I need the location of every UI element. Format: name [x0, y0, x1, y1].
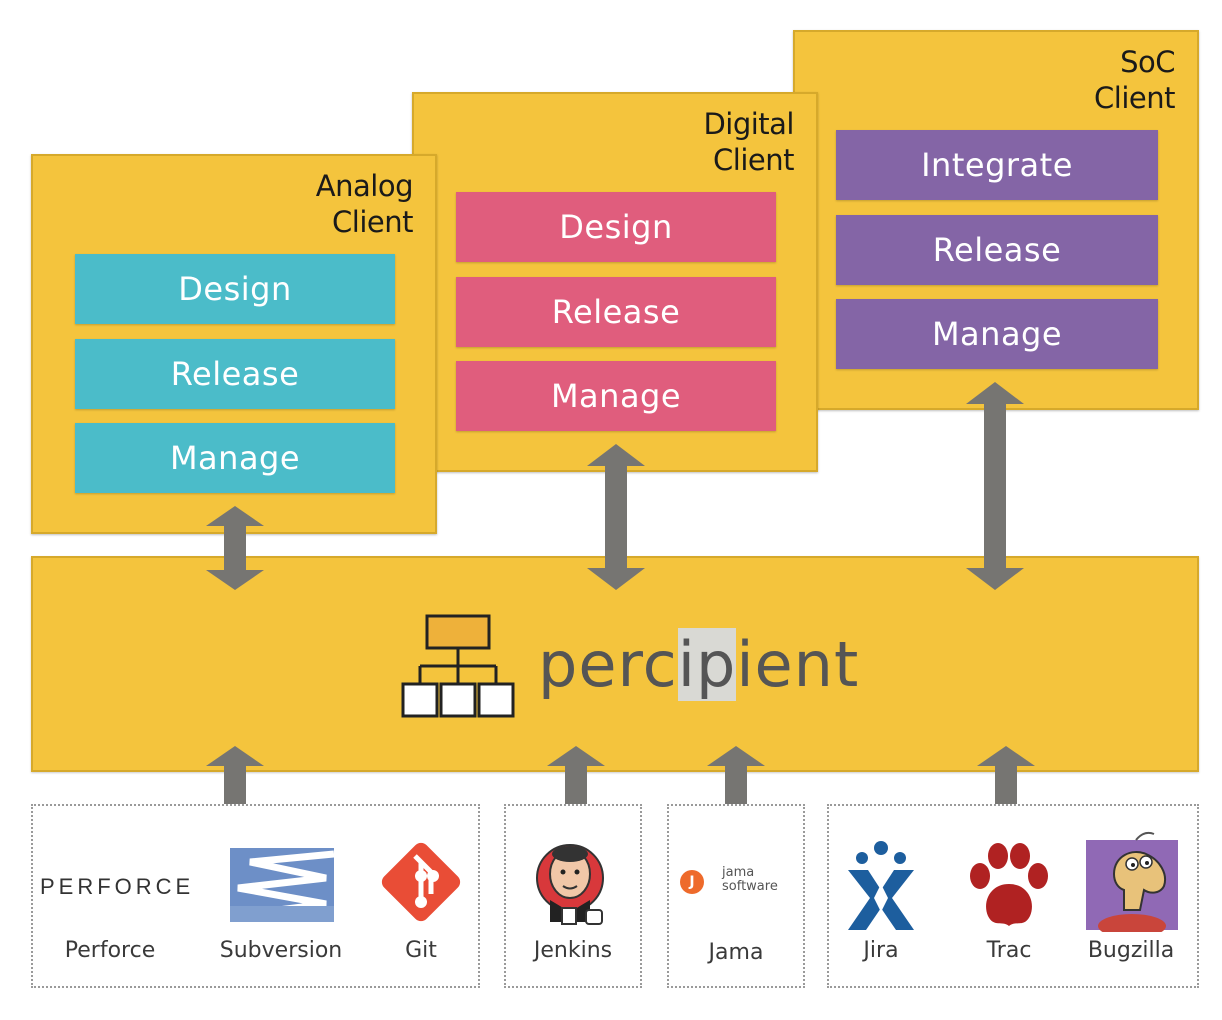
digital-manage-stage: Manage	[456, 361, 776, 431]
soc-release-stage: Release	[836, 215, 1158, 285]
percipient-hub	[31, 556, 1199, 772]
bugzilla-label: Bugzilla	[1087, 938, 1175, 963]
analog-manage-stage: Manage	[75, 423, 395, 493]
soc-client-title: SoC Client	[1094, 44, 1175, 116]
client-title-line: Client	[1094, 81, 1175, 115]
client-title-line: Client	[713, 143, 794, 177]
double-arrow-icon	[547, 746, 605, 832]
subversion-logo-icon	[230, 848, 334, 922]
analog-design-stage: Design	[75, 254, 395, 324]
client-title-line: Analog	[315, 169, 414, 203]
perforce-logo: PERFORCE	[40, 874, 195, 899]
digital-release-stage: Release	[456, 277, 776, 347]
double-arrow-icon	[206, 506, 264, 590]
double-arrow-icon	[707, 746, 765, 832]
digital-design-stage: Design	[456, 192, 776, 262]
hierarchy-icon	[401, 614, 515, 718]
jama-logo-icon: J	[680, 870, 704, 894]
jira-label: Jira	[863, 938, 899, 963]
percipient-wordmark: percipient	[538, 628, 860, 701]
subversion-label: Subversion	[219, 938, 343, 963]
client-title-line: Digital	[703, 107, 794, 141]
double-arrow-icon	[206, 746, 264, 832]
analog-release-stage: Release	[75, 339, 395, 409]
soc-client-panel: SoC Client Integrate Release Manage	[793, 30, 1199, 410]
trac-label: Trac	[986, 938, 1032, 963]
git-logo-icon	[381, 842, 461, 922]
git-label: Git	[405, 938, 437, 963]
jenkins-logo-icon	[536, 844, 604, 925]
analog-client-title: Analog Client	[315, 168, 414, 240]
double-arrow-icon	[977, 746, 1035, 832]
jama-logo-wordmark: jama software	[722, 865, 778, 894]
client-title-line: Client	[332, 205, 413, 239]
soc-manage-stage: Manage	[836, 299, 1158, 369]
jenkins-label: Jenkins	[533, 938, 613, 963]
digital-client-panel: Digital Client Design Release Manage	[412, 92, 818, 472]
client-title-line: SoC	[1120, 45, 1175, 79]
double-arrow-icon	[587, 444, 645, 590]
jama-label: Jama	[708, 940, 764, 965]
analog-client-panel: Analog Client Design Release Manage	[31, 154, 437, 534]
soc-integrate-stage: Integrate	[836, 130, 1158, 200]
digital-client-title: Digital Client	[703, 106, 794, 178]
trac-paw-icon	[970, 843, 1048, 926]
jira-logo-icon	[848, 841, 914, 930]
requirements-tool-group	[667, 804, 805, 988]
perforce-label: Perforce	[64, 938, 156, 963]
double-arrow-icon	[966, 382, 1024, 590]
bugzilla-logo-icon	[1086, 831, 1178, 932]
